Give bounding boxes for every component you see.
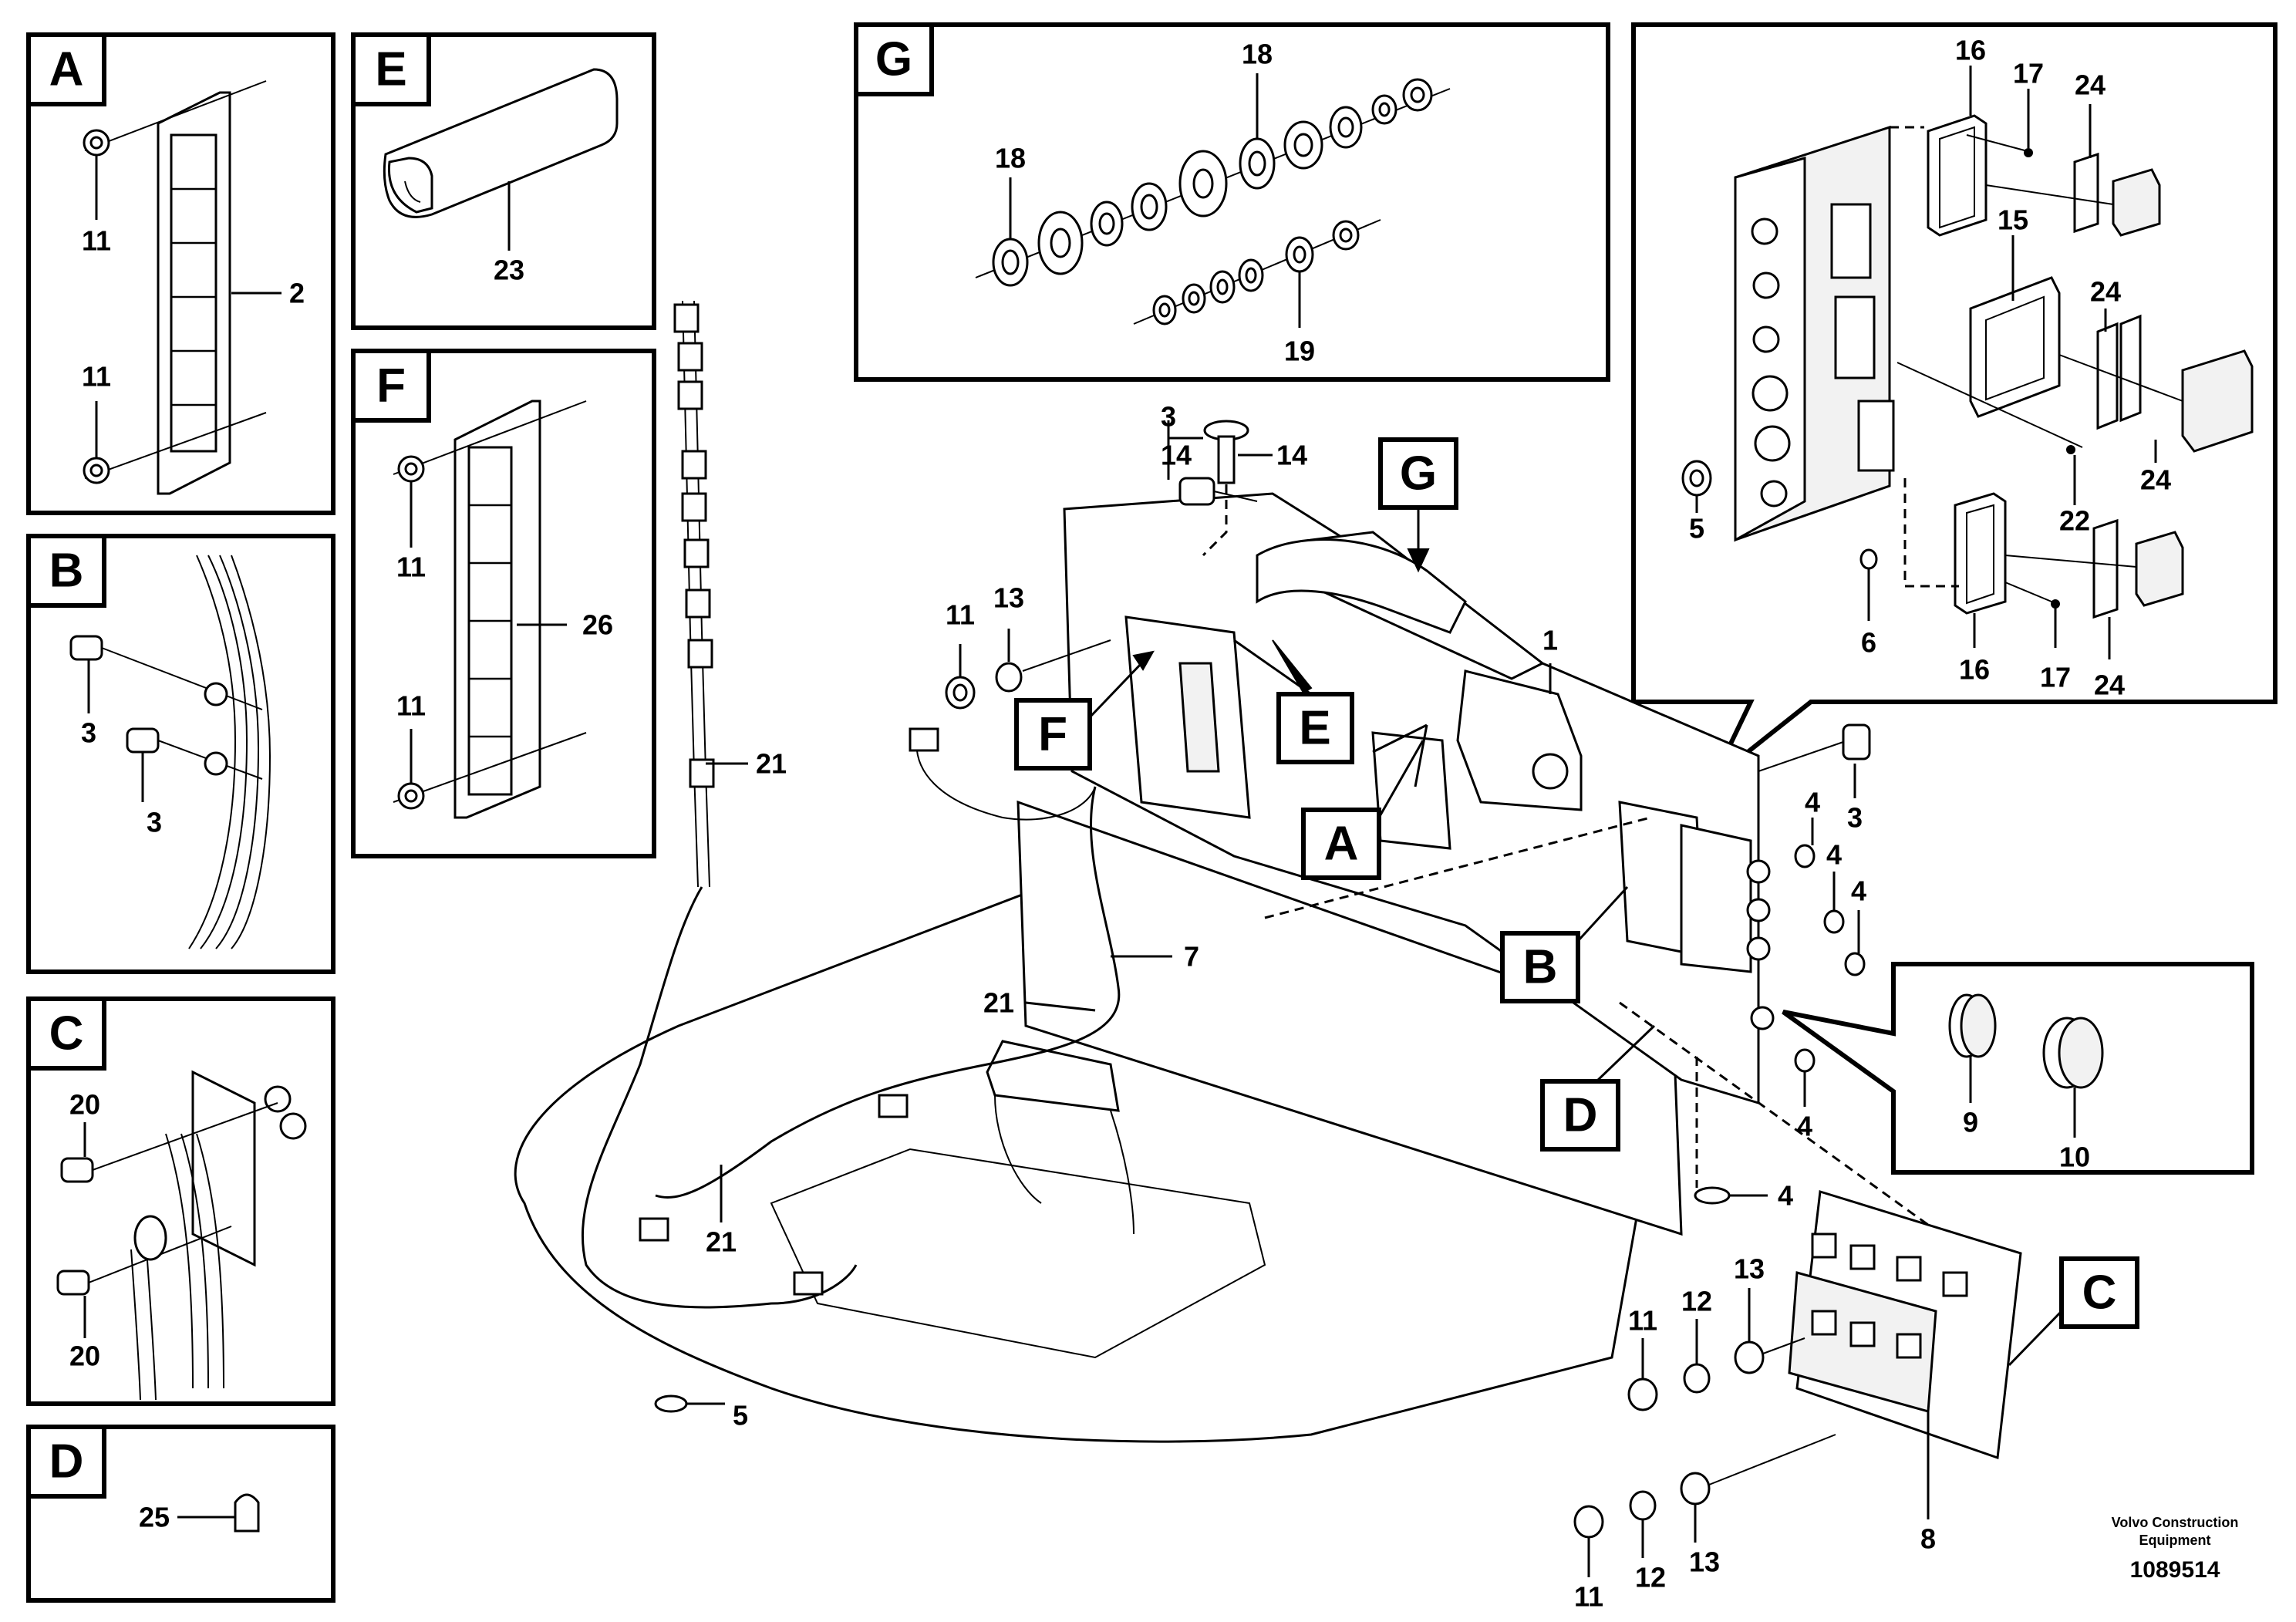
- part-label: 1: [1542, 625, 1558, 656]
- part-label: 17: [2040, 662, 2071, 693]
- part-label: 21: [983, 987, 1014, 1019]
- part-label: 11: [396, 690, 426, 722]
- callout-label-a: A: [49, 43, 84, 96]
- callout-label-e: E: [375, 43, 406, 96]
- part-label: 24: [2090, 276, 2121, 308]
- detail-panel-a: A 11 11 2: [26, 32, 335, 515]
- callout-label-g: G: [875, 33, 912, 86]
- part-label: 4: [1805, 787, 1820, 818]
- part-label: 4: [1851, 875, 1866, 907]
- part-label: 21: [706, 1226, 737, 1258]
- part-label: 24: [2094, 669, 2125, 701]
- callout-label-d: D: [49, 1435, 84, 1489]
- part-label: 24: [2075, 69, 2106, 101]
- callout-marker-e: E: [1299, 702, 1330, 755]
- drawing-footer: Volvo Construction Equipment 1089514: [2112, 1515, 2239, 1583]
- callout-marker-b: B: [1523, 941, 1558, 994]
- callout-marker-g: G: [1400, 447, 1437, 501]
- part-label: 2: [289, 278, 305, 309]
- part-label: 4: [1797, 1111, 1812, 1142]
- part-label: 3: [1161, 401, 1176, 433]
- part-label: 13: [1734, 1253, 1765, 1285]
- part-label: 8: [1920, 1523, 1936, 1555]
- part-label: 13: [1689, 1546, 1720, 1578]
- part-label: 16: [1955, 35, 1986, 66]
- part-label: 18: [1242, 39, 1273, 70]
- callout-marker-d: D: [1563, 1089, 1598, 1142]
- part-label: 18: [995, 143, 1026, 174]
- part-label: 20: [69, 1340, 100, 1372]
- part-label: 22: [2059, 505, 2090, 537]
- detail-panel-knob: 9 10: [1782, 962, 2254, 1175]
- detail-panel-d: D 25: [26, 1425, 335, 1603]
- part-label: 11: [1628, 1305, 1657, 1337]
- callout-label-f: F: [376, 359, 406, 413]
- part-label: 11: [82, 225, 111, 257]
- part-label: 25: [139, 1502, 170, 1533]
- detail-panel-connector-module: 16 17 24 15 24 24 22 5 6 16 17 24: [1631, 22, 2277, 781]
- part-label: 17: [2013, 58, 2044, 89]
- part-label: 14: [1276, 440, 1307, 471]
- detail-panel-f: F 11 11 26: [351, 349, 656, 858]
- part-label: 13: [993, 582, 1024, 614]
- part-label: 20: [69, 1089, 100, 1121]
- part-label: 4: [1826, 839, 1842, 871]
- main-assembly: 14 14 3 11 13 1 3 4 4 4 4 4 5 7 21 21 21…: [514, 300, 2139, 1613]
- detail-panel-b: B 3 3: [26, 534, 335, 974]
- part-label: 3: [1847, 802, 1863, 834]
- part-label: 26: [582, 609, 613, 641]
- part-label: 23: [494, 255, 524, 286]
- brand-line-2: Equipment: [2139, 1533, 2211, 1548]
- part-label: 16: [1959, 654, 1990, 686]
- detail-panel-g: G 18 18 19: [854, 22, 1610, 382]
- part-label: 24: [2140, 464, 2171, 496]
- part-label: 11: [82, 361, 111, 393]
- part-label: 5: [1689, 513, 1704, 545]
- part-label: 10: [2059, 1141, 2090, 1173]
- callout-label-b: B: [49, 545, 84, 598]
- callout-marker-f: F: [1038, 708, 1067, 761]
- part-label: 4: [1778, 1180, 1793, 1212]
- part-label: 19: [1284, 336, 1315, 367]
- part-label: 15: [1998, 204, 2028, 236]
- part-label: 9: [1963, 1107, 1978, 1138]
- part-label: 12: [1635, 1562, 1666, 1593]
- part-label: 11: [396, 551, 426, 583]
- part-label: 3: [147, 807, 162, 838]
- part-label: 7: [1184, 941, 1199, 973]
- callout-marker-c: C: [2082, 1266, 2117, 1320]
- part-label: 14: [1161, 440, 1192, 471]
- part-label: 5: [733, 1400, 748, 1431]
- part-label: 21: [756, 748, 787, 780]
- callout-label-c: C: [49, 1007, 84, 1061]
- brand-line-1: Volvo Construction: [2112, 1515, 2239, 1530]
- detail-panel-c: C 20 20: [26, 996, 335, 1406]
- part-label: 3: [81, 717, 96, 749]
- part-label: 11: [946, 599, 975, 631]
- part-label: 12: [1681, 1286, 1712, 1317]
- detail-panel-e: E 23: [351, 32, 656, 330]
- drawing-number: 1089514: [2130, 1557, 2220, 1583]
- part-label: 6: [1861, 627, 1876, 659]
- callout-marker-a: A: [1324, 818, 1359, 871]
- part-label: 11: [1574, 1581, 1603, 1613]
